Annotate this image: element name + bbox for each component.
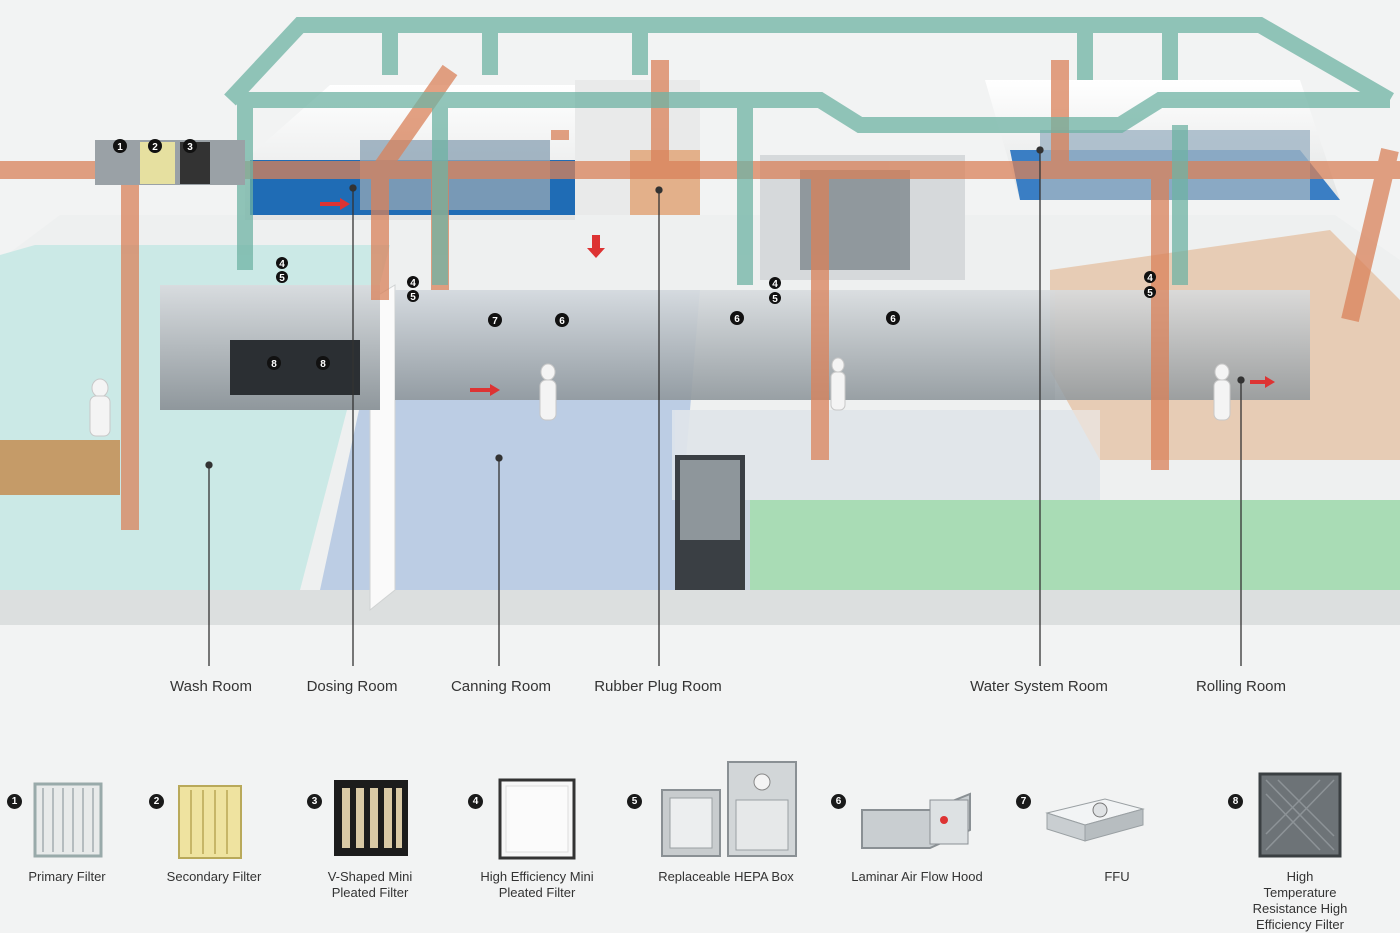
bag-filter-icon	[178, 785, 242, 859]
legend-num-4: 4	[468, 794, 483, 809]
scene-markers: 1 2 3 4 5 4 5 4 5 4 5 7 6 6 6 8 8	[113, 139, 1156, 370]
high-temp-filter-icon	[1258, 772, 1342, 858]
canning-room-label: Canning Room	[450, 678, 552, 695]
legend-num-1: 1	[7, 794, 22, 809]
water-system-room-label: Water System Room	[970, 678, 1108, 695]
laminar-hood-icon	[861, 792, 971, 849]
legend-num-7: 7	[1016, 794, 1031, 809]
rolling-room-label: Rolling Room	[1195, 678, 1287, 695]
cartons	[0, 440, 120, 495]
svg-text:4: 4	[279, 259, 285, 270]
svg-text:5: 5	[772, 294, 778, 305]
legend-label-8: High Temperature Resistance High Efficie…	[1252, 869, 1348, 932]
legend-label-6: Laminar Air Flow Hood	[851, 869, 983, 884]
legend-label-5: Replaceable HEPA Box	[658, 869, 794, 884]
filling-line	[395, 290, 1055, 400]
low-wall	[672, 410, 1100, 500]
legend-num-5: 5	[627, 794, 642, 809]
legend-label-3: V-Shaped Mini Pleated Filter	[327, 869, 413, 900]
rubber-plug-room-label: Rubber Plug Room	[594, 678, 722, 695]
svg-text:6: 6	[734, 314, 740, 325]
supply-air-ducts	[224, 17, 1394, 285]
svg-text:5: 5	[1147, 288, 1153, 299]
wash-room-label: Wash Room	[170, 678, 252, 695]
workers	[89, 357, 1231, 437]
slab-edge	[0, 590, 1400, 625]
cleanroom-diagram: 1 2 3 4 5 4 5 4 5 4 5 7 6 6 6 8 8	[0, 17, 1400, 666]
airflow-arrows	[320, 198, 1275, 396]
svg-text:4: 4	[772, 279, 778, 290]
legend-num-8: 8	[1228, 794, 1243, 809]
marker-2: 2	[152, 142, 158, 153]
legend-label-7: FFU	[1104, 869, 1130, 884]
hepa-box-icon	[661, 761, 797, 857]
legend-num-6: 6	[831, 794, 846, 809]
legend-num-3: 3	[307, 794, 322, 809]
svg-text:4: 4	[1147, 273, 1153, 284]
svg-text:7: 7	[492, 316, 498, 327]
green-zone-floor	[750, 500, 1400, 590]
primary-filter-icon	[33, 782, 103, 858]
svg-text:5: 5	[410, 292, 416, 303]
room-leader-lines	[205, 146, 1245, 666]
hepa-filter-icon	[498, 778, 576, 860]
svg-text:5: 5	[279, 273, 285, 284]
ffu-icon	[1045, 798, 1145, 842]
svg-text:8: 8	[320, 359, 326, 370]
oven-window	[230, 340, 360, 395]
legend-label-2: Secondary Filter	[166, 869, 262, 884]
v-filter-icon	[334, 780, 408, 856]
svg-text:8: 8	[271, 359, 277, 370]
svg-text:4: 4	[410, 278, 416, 289]
legend-label-4: High Efficiency Mini Pleated Filter	[480, 869, 594, 900]
marker-3: 3	[187, 142, 193, 153]
svg-text:6: 6	[559, 316, 565, 327]
dosing-room-label: Dosing Room	[306, 678, 398, 695]
marker-1: 1	[117, 142, 123, 153]
pass-box-window	[680, 460, 740, 540]
legend-label-1: Primary Filter	[28, 869, 106, 884]
svg-text:6: 6	[890, 314, 896, 325]
legend-num-2: 2	[149, 794, 164, 809]
